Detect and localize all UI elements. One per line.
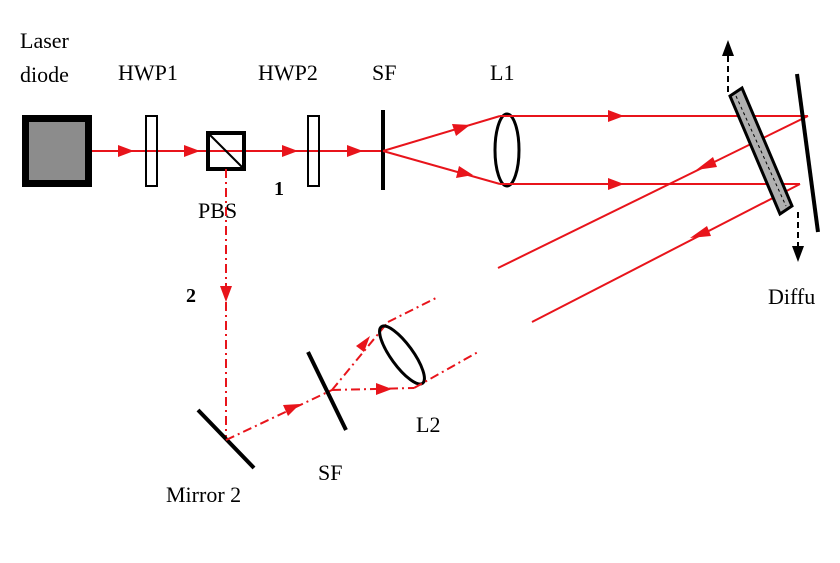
diffuser-plate: [728, 85, 794, 217]
translation-arrow-icon: [722, 40, 804, 262]
beam-arrow-diverge-upper: [452, 124, 470, 136]
hwp1-plate: [145, 115, 158, 187]
beam-diverge-upper: [382, 115, 501, 152]
sf-bottom-filter: [306, 351, 348, 431]
hwp1-label: HWP1: [118, 60, 178, 85]
beam-arrow-collimated-upper: [608, 110, 624, 122]
beam-l2-upper: [331, 321, 389, 391]
beam-arrow-reflected-lower: [690, 226, 711, 238]
l2-label: L2: [416, 412, 440, 437]
l1-lens: [493, 112, 521, 188]
l1-label: L1: [490, 60, 514, 85]
hwp2-plate: [307, 115, 320, 187]
beam-arrow-collimated-lower: [608, 178, 624, 190]
laser-label-line1: Laser: [20, 28, 70, 53]
laser-diode: [22, 115, 92, 187]
diffuser-label: Diffu: [768, 284, 815, 309]
path2-label: 2: [186, 285, 196, 307]
mirror2-label: Mirror 2: [166, 482, 241, 507]
diffuser-back-mirror: [795, 73, 820, 233]
beam-l2-lower: [331, 387, 415, 391]
beam-diverge-lower: [382, 150, 501, 185]
beam-l2-out-lower: [413, 351, 479, 389]
beam-l2-out-upper: [387, 297, 437, 323]
beam-arrow-reflected-upper: [696, 157, 717, 170]
pbs-label: PBS: [198, 198, 237, 223]
beam-arrow-2: [184, 145, 200, 157]
beam-arrow-diverge-lower: [456, 166, 473, 178]
laser-label-line2: diode: [20, 62, 69, 87]
sf-top-label: SF: [372, 60, 396, 85]
path1-label: 1: [274, 178, 284, 200]
beam-arrow-path2: [220, 286, 232, 302]
beam-reflected-lower: [531, 183, 801, 323]
beam-arrow-1: [118, 145, 134, 157]
beam-arrow-l2-upper: [356, 336, 370, 352]
l2-lens: [378, 324, 426, 386]
beam-mirror-to-sf: [225, 389, 333, 441]
beam-arrow-mirror-to-sf: [283, 404, 300, 416]
beam-arrow-4: [347, 145, 363, 157]
sf-bottom-label: SF: [318, 460, 342, 485]
hwp2-label: HWP2: [258, 60, 318, 85]
beam-arrow-3: [282, 145, 298, 157]
beam-arrow-l2-lower: [376, 383, 392, 395]
